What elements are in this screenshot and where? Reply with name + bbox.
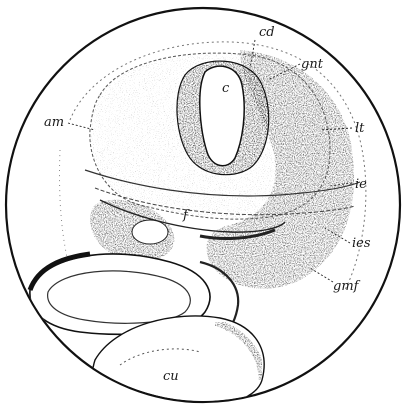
label-gnt: gnt [301,57,324,72]
label-c: c [222,81,230,96]
label-cd: cd [259,25,275,40]
label-gmf: gmf [333,279,361,294]
label-ies: ies [352,236,371,251]
label-ie: ie [355,177,367,192]
label-lt: lt [355,121,365,136]
label-am: am [44,115,64,130]
left-cavity [132,220,168,244]
label-cu: cu [163,369,179,384]
